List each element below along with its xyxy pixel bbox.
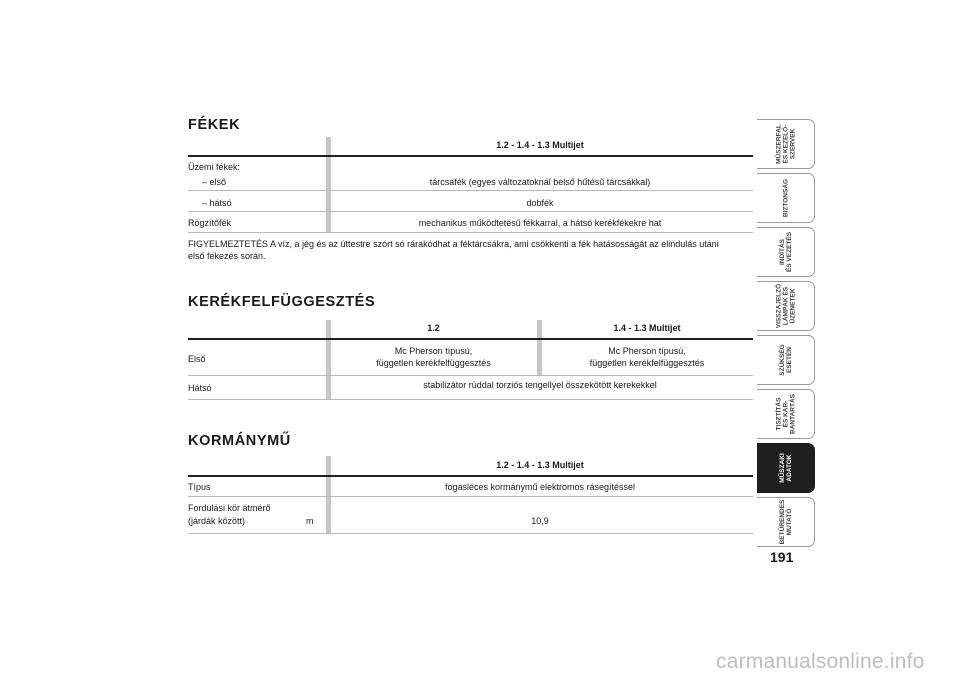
steering-type-value: fogasléces kormánymű elektromos rásegíté… [444,482,636,492]
row-divider [188,211,753,212]
suspension-column-divider-2 [537,320,542,376]
brakes-warning-line1: FIGYELMEZTETÉS A víz, a jég és az úttest… [188,239,719,249]
tab-label: SZÜKSÉG ESETÉN [778,344,793,376]
suspension-rear-value: stabilizátor rúddal torziós tengellyel ö… [423,380,657,390]
row-divider [188,533,753,534]
turning-circle-unit: m [306,516,314,526]
brakes-warning-line2: első fékezés során. [188,251,266,261]
brakes-front-value: tárcsafék (egyes változatoknál belső hűt… [429,177,651,187]
suspension-column-divider [326,320,331,400]
suspension-header-rule [188,338,753,340]
tab-starting-driving[interactable]: INDÍTÁS ÉS VEZETÉS [757,227,815,277]
steering-title: KORMÁNYMŰ [188,433,291,449]
brakes-title: FÉKEK [188,117,241,133]
tab-warning-lights[interactable]: VISSZAJELZŐ LÁMPÁK ÉS ÜZENETEK [757,281,815,331]
parking-brake-label: Rögzítőfék [188,218,232,228]
brakes-header-rule [188,155,753,157]
tab-label: BETŰRENDES MUTATÓ [778,499,793,545]
turning-circle-label-line2: (járdák között) [188,516,246,526]
brakes-column-header: 1.2 - 1.4 - 1.3 Multijet [496,140,584,150]
brakes-service-label: Üzemi fékek: [188,162,241,172]
suspension-rear-label: Hátsó [188,383,212,393]
tab-label: MŰSZERFAL ÉS KEZELŐ- SZERVEK [775,124,796,164]
row-divider [188,232,753,233]
brakes-front-label: – első [202,177,227,187]
tab-maintenance[interactable]: TISZTÍTÁS ÉS KAR- BANTARTÁS [757,389,815,439]
tab-emergency[interactable]: SZÜKSÉG ESETÉN [757,335,815,385]
row-divider [188,399,753,400]
steering-column-header: 1.2 - 1.4 - 1.3 Multijet [496,460,584,470]
tab-label: TISZTÍTÁS ÉS KAR- BANTARTÁS [775,394,796,434]
tab-label: VISSZAJELZŐ LÁMPÁK ÉS ÜZENETEK [775,283,796,329]
suspension-title: KERÉKFELFÜGGESZTÉS [188,294,376,310]
tab-label: MŰSZAKI ADATOK [778,453,793,483]
page-number: 191 [770,549,794,565]
tab-label: BIZTONSÁG [782,178,789,218]
tab-technical-data[interactable]: MŰSZAKI ADATOK [757,443,815,493]
brakes-rear-value: dobfék [526,198,554,208]
row-divider [188,190,753,191]
suspension-col2-header: 1.4 - 1.3 Multijet [613,323,681,333]
brakes-column-divider [326,137,331,233]
turning-circle-value: 10,9 [531,516,549,526]
brakes-rear-label: – hátsó [202,198,232,208]
suspension-front-col1-line1: Mc Pherson típusú, [394,346,473,356]
parking-brake-value: mechanikus működtetésű fékkarral, a háts… [418,218,662,228]
watermark: carmanualsonline.info [716,650,925,673]
suspension-col1-header: 1.2 [427,323,440,333]
tab-safety[interactable]: BIZTONSÁG [757,173,815,223]
steering-column-divider [326,456,331,534]
row-divider [188,375,753,376]
suspension-front-col2-line2: független kerékfelfüggesztés [589,358,705,368]
turning-circle-label-line1: Fordulási kör átmérő [188,503,271,513]
tab-index[interactable]: BETŰRENDES MUTATÓ [757,497,815,547]
suspension-front-label: Első [188,354,206,364]
tab-dashboard-controls[interactable]: MŰSZERFAL ÉS KEZELŐ- SZERVEK [757,119,815,169]
tab-label: INDÍTÁS ÉS VEZETÉS [778,231,793,273]
steering-header-rule [188,475,753,477]
suspension-front-col1-line2: független kerékfelfüggesztés [376,358,491,368]
suspension-front-col2-line1: Mc Pherson típusú, [608,346,686,356]
steering-type-label: Típus [188,482,211,492]
row-divider [188,496,753,497]
